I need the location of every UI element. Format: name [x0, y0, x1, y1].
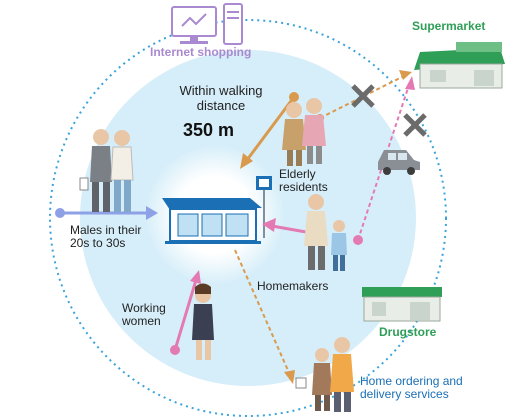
arrow-elderly-to-store: [240, 92, 299, 169]
x-mark-icon: [403, 113, 427, 137]
arrow-working-women-to-store: [170, 270, 201, 355]
walking-line-1: Within walking: [179, 83, 263, 98]
supermarket-building-icon: [414, 42, 505, 89]
arrow-homemakers-to-supermarket: [353, 76, 415, 245]
internet-shopping-label: Internet shopping: [150, 45, 252, 59]
males-figure: [79, 129, 134, 212]
home-ordering-line-2: delivery services: [360, 387, 449, 402]
walking-distance-label: Within walking distance: [158, 83, 284, 113]
homemakers-label: Homemakers: [257, 279, 329, 293]
distance-value: 350 m: [183, 120, 235, 140]
working-woman-figure: [192, 283, 214, 360]
convenience-store-icon: [162, 198, 262, 244]
supermarket-label: Supermarket: [412, 19, 486, 33]
drugstore-label: Drugstore: [379, 325, 437, 339]
delivery-figure: [295, 337, 354, 412]
arrow-store-to-delivery: [234, 249, 295, 384]
working-women-label: Working women: [122, 301, 166, 329]
car-icon: [378, 150, 420, 175]
elderly-figure: [282, 98, 326, 166]
males-line-2: 20s to 30s: [70, 236, 126, 251]
drugstore-building-icon: [362, 287, 442, 322]
arrow-males-to-store: [55, 206, 158, 220]
x-mark-icon: [351, 84, 375, 108]
elderly-line-2: residents: [279, 180, 328, 195]
arrow-homemakers-to-store: [262, 218, 307, 234]
elderly-label: Elderly residents: [279, 167, 328, 195]
elderly-line-1: Elderly: [279, 167, 316, 181]
computer-icon: [171, 3, 243, 45]
store-sign-icon: [256, 176, 272, 238]
homemakers-figure: [304, 194, 347, 271]
home-ordering-line-1: Home ordering and: [360, 374, 463, 388]
males-line-1: Males in their: [70, 223, 142, 237]
working-line-2: women: [122, 314, 161, 329]
working-line-1: Working: [122, 301, 166, 315]
home-ordering-label: Home ordering and delivery services: [360, 374, 463, 402]
walking-line-2: distance: [196, 97, 246, 113]
males-label: Males in their 20s to 30s: [70, 223, 142, 251]
